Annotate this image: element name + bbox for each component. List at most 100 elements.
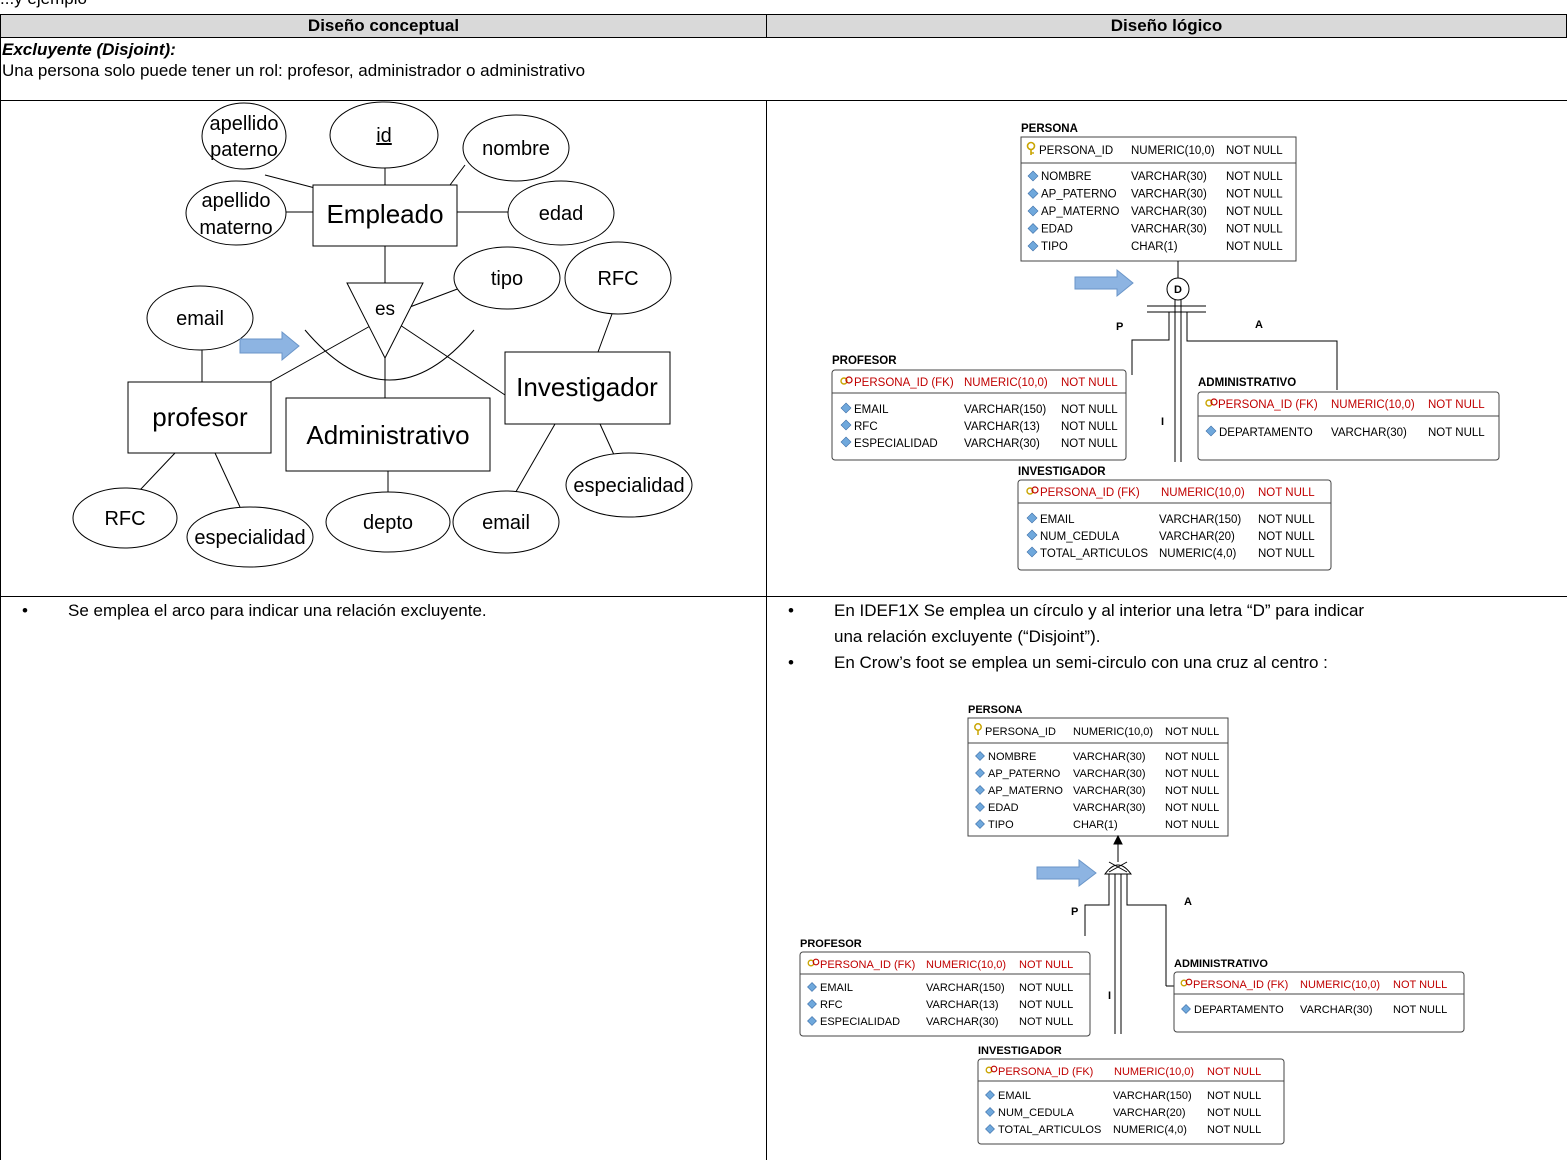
- svg-text:NOT NULL: NOT NULL: [1258, 514, 1315, 526]
- persona-column-cell: EDAD: [1041, 224, 1073, 236]
- svg-text:NOT NULL: NOT NULL: [1165, 802, 1219, 814]
- row-separator-1: [0, 100, 1567, 101]
- svg-text:NUMERIC(10,0): NUMERIC(10,0): [1114, 1066, 1194, 1078]
- persona-column-cell: VARCHAR(30): [1131, 189, 1207, 201]
- svg-text:NOT NULL: NOT NULL: [1061, 421, 1118, 433]
- svg-text:VARCHAR(30): VARCHAR(30): [1073, 802, 1146, 814]
- svg-text:EMAIL: EMAIL: [820, 982, 853, 994]
- persona-column-cell: AP_MATERNO: [1041, 206, 1119, 218]
- svg-text:ESPECIALIDAD: ESPECIALIDAD: [854, 438, 938, 450]
- attr-ap-materno-1: apellido: [202, 190, 271, 212]
- svg-text:NOT NULL: NOT NULL: [1019, 999, 1073, 1011]
- disjoint-letter: D: [1174, 284, 1182, 296]
- er-diagram: apellido paterno id nombre apellido mate…: [72, 101, 693, 568]
- svg-text:PERSONA_ID (FK): PERSONA_ID (FK): [1218, 399, 1318, 411]
- svg-text:NUMERIC(10,0): NUMERIC(10,0): [1073, 726, 1153, 738]
- highlight-arrow-icon: [1074, 268, 1134, 298]
- crows-foot-diagram: PERSONA PERSONA_ID NUMERIC(10,0) NOT NUL…: [799, 704, 1465, 1145]
- svg-text:VARCHAR(150): VARCHAR(150): [926, 982, 1005, 994]
- bullet-right-1: • En IDEF1X Se emplea un círculo y al in…: [788, 601, 1365, 646]
- svg-text:DEPARTAMENTO: DEPARTAMENTO: [1219, 427, 1313, 439]
- svg-text:ESPECIALIDAD: ESPECIALIDAD: [820, 1016, 900, 1028]
- svg-text:NOT NULL: NOT NULL: [1061, 404, 1118, 416]
- persona-column-cell: VARCHAR(30): [1131, 224, 1207, 236]
- attr-tipo: tipo: [491, 268, 523, 290]
- svg-text:AP_PATERNO: AP_PATERNO: [988, 768, 1061, 780]
- table-divider: [766, 100, 767, 1160]
- svg-text:EMAIL: EMAIL: [854, 404, 889, 416]
- svg-text:VARCHAR(30): VARCHAR(30): [1300, 1004, 1373, 1016]
- svg-text:VARCHAR(30): VARCHAR(30): [1073, 785, 1146, 797]
- persona-title: PERSONA: [1021, 123, 1078, 135]
- svg-text:VARCHAR(13): VARCHAR(13): [964, 421, 1040, 433]
- investigador-title: INVESTIGADOR: [1018, 466, 1106, 478]
- svg-text:TOTAL_ARTICULOS: TOTAL_ARTICULOS: [1040, 548, 1148, 560]
- attr-depto: depto: [363, 512, 413, 534]
- entity-profesor: profesor: [152, 402, 248, 432]
- svg-text:NUMERIC(4,0): NUMERIC(4,0): [1159, 548, 1236, 560]
- persona-column-cell: CHAR(1): [1131, 241, 1178, 253]
- svg-text:PERSONA_ID (FK): PERSONA_ID (FK): [998, 1066, 1093, 1078]
- svg-text:NUMERIC(10,0): NUMERIC(10,0): [964, 377, 1048, 389]
- highlight-arrow-icon: [239, 330, 300, 362]
- section-title: Excluyente (Disjoint):: [2, 40, 176, 59]
- attr-esp-inv: especialidad: [573, 475, 684, 497]
- svg-text:VARCHAR(150): VARCHAR(150): [1159, 514, 1241, 526]
- cf-label-a: A: [1184, 896, 1192, 908]
- persona-column-cell: NOT NULL: [1226, 189, 1283, 201]
- cf-label-p: P: [1071, 906, 1078, 918]
- svg-text:NOT NULL: NOT NULL: [1165, 819, 1219, 831]
- relationship-es: es: [375, 299, 395, 320]
- persona-column-cell: NOT NULL: [1226, 224, 1283, 236]
- svg-text:NOT NULL: NOT NULL: [1207, 1107, 1261, 1119]
- svg-text:NUMERIC(10,0): NUMERIC(10,0): [1131, 145, 1215, 157]
- svg-text:DEPARTAMENTO: DEPARTAMENTO: [1194, 1004, 1284, 1016]
- svg-text:VARCHAR(13): VARCHAR(13): [926, 999, 999, 1011]
- svg-text:NUMERIC(10,0): NUMERIC(10,0): [1300, 979, 1380, 991]
- svg-text:NOT NULL: NOT NULL: [1165, 768, 1219, 780]
- svg-text:NOT NULL: NOT NULL: [1165, 726, 1219, 738]
- svg-text:RFC: RFC: [820, 999, 843, 1011]
- idef1x-diagram: PERSONA PERSONA_ID NUMERIC(10,0) NOT NUL…: [831, 123, 1500, 571]
- header-logical: Diseño lógico: [766, 14, 1567, 38]
- svg-text:EDAD: EDAD: [988, 802, 1019, 814]
- label-p: P: [1116, 321, 1123, 333]
- svg-text:NOT NULL: NOT NULL: [1019, 1016, 1073, 1028]
- svg-text:CHAR(1): CHAR(1): [1073, 819, 1118, 831]
- label-i: I: [1161, 416, 1164, 428]
- cf-persona-title: PERSONA: [968, 704, 1022, 716]
- cf-administrativo-title: ADMINISTRATIVO: [1174, 958, 1268, 970]
- svg-text:NOT NULL: NOT NULL: [1165, 751, 1219, 763]
- attr-ap-materno-2: materno: [199, 217, 272, 239]
- entity-investigador: Investigador: [516, 372, 658, 402]
- profesor-title: PROFESOR: [832, 355, 897, 367]
- svg-text:NOT NULL: NOT NULL: [1165, 785, 1219, 797]
- entity-administrativo: Administrativo: [306, 420, 469, 450]
- svg-text:NOT NULL: NOT NULL: [1019, 959, 1073, 971]
- svg-text:NOT NULL: NOT NULL: [1258, 548, 1315, 560]
- persona-column-cell: VARCHAR(30): [1131, 206, 1207, 218]
- svg-text:NOT NULL: NOT NULL: [1393, 1004, 1447, 1016]
- label-a: A: [1255, 319, 1263, 331]
- attr-email-prof: email: [176, 308, 224, 330]
- svg-text:VARCHAR(20): VARCHAR(20): [1113, 1107, 1186, 1119]
- attr-nombre: nombre: [482, 138, 550, 160]
- svg-text:VARCHAR(30): VARCHAR(30): [1073, 768, 1146, 780]
- svg-text:NOT NULL: NOT NULL: [1207, 1124, 1261, 1136]
- cf-investigador-title: INVESTIGADOR: [978, 1045, 1062, 1057]
- svg-text:EMAIL: EMAIL: [1040, 514, 1075, 526]
- svg-text:VARCHAR(30): VARCHAR(30): [926, 1016, 999, 1028]
- top-fragment: ...y ejemplo: [0, 0, 87, 9]
- persona-column-cell: NOMBRE: [1041, 171, 1092, 183]
- persona-column-cell: NOT NULL: [1226, 206, 1283, 218]
- persona-column-cell: TIPO: [1041, 241, 1068, 253]
- header-conceptual: Diseño conceptual: [0, 14, 767, 38]
- svg-text:NUM_CEDULA: NUM_CEDULA: [998, 1107, 1074, 1119]
- section-description: Una persona solo puede tener un rol: pro…: [2, 61, 586, 80]
- svg-text:NOT NULL: NOT NULL: [1258, 531, 1315, 543]
- persona-column-cell: NOT NULL: [1226, 171, 1283, 183]
- svg-text:VARCHAR(150): VARCHAR(150): [964, 404, 1046, 416]
- attr-id: id: [376, 125, 392, 147]
- persona-column-cell: AP_PATERNO: [1041, 189, 1117, 201]
- svg-text:NOT NULL: NOT NULL: [1061, 438, 1118, 450]
